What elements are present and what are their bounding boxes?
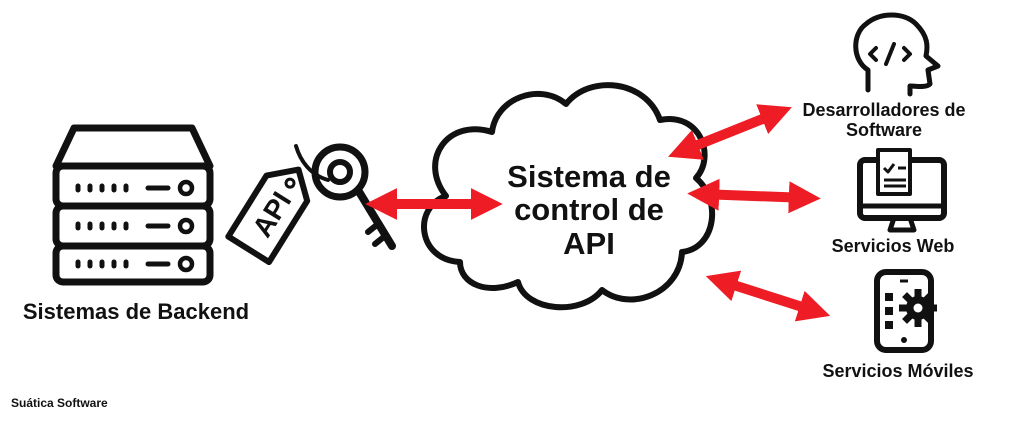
footer-credit: Suática Software [11, 396, 108, 410]
arrow-gateway-web [687, 178, 821, 214]
developers-label-line-2: Software [845, 120, 923, 141]
arrow-gateway-developers [668, 104, 792, 160]
developers-label: Desarrolladores de Software [802, 100, 965, 140]
mobile-services-label: Servicios Móviles [822, 361, 974, 381]
web-services-label: Servicios Web [831, 236, 955, 256]
backend-label: Sistemas de Backend [22, 299, 250, 324]
smartphone-gear-icon [874, 269, 937, 353]
gateway-label: Sistema de control de API [507, 159, 671, 261]
server-rack-icon [52, 124, 214, 286]
key-with-tag-icon [225, 143, 396, 266]
connection-arrows [365, 104, 831, 322]
gateway-label-line-3: API [563, 225, 615, 261]
gateway-label-line-2: control de [514, 192, 664, 228]
desktop-monitor-icon [857, 148, 947, 233]
arrow-gateway-mobile [705, 270, 831, 322]
developer-head-code-icon [853, 12, 941, 97]
developers-label-line-1: Desarrolladores de [802, 100, 966, 120]
gateway-label-line-1: Sistema de [507, 159, 671, 194]
